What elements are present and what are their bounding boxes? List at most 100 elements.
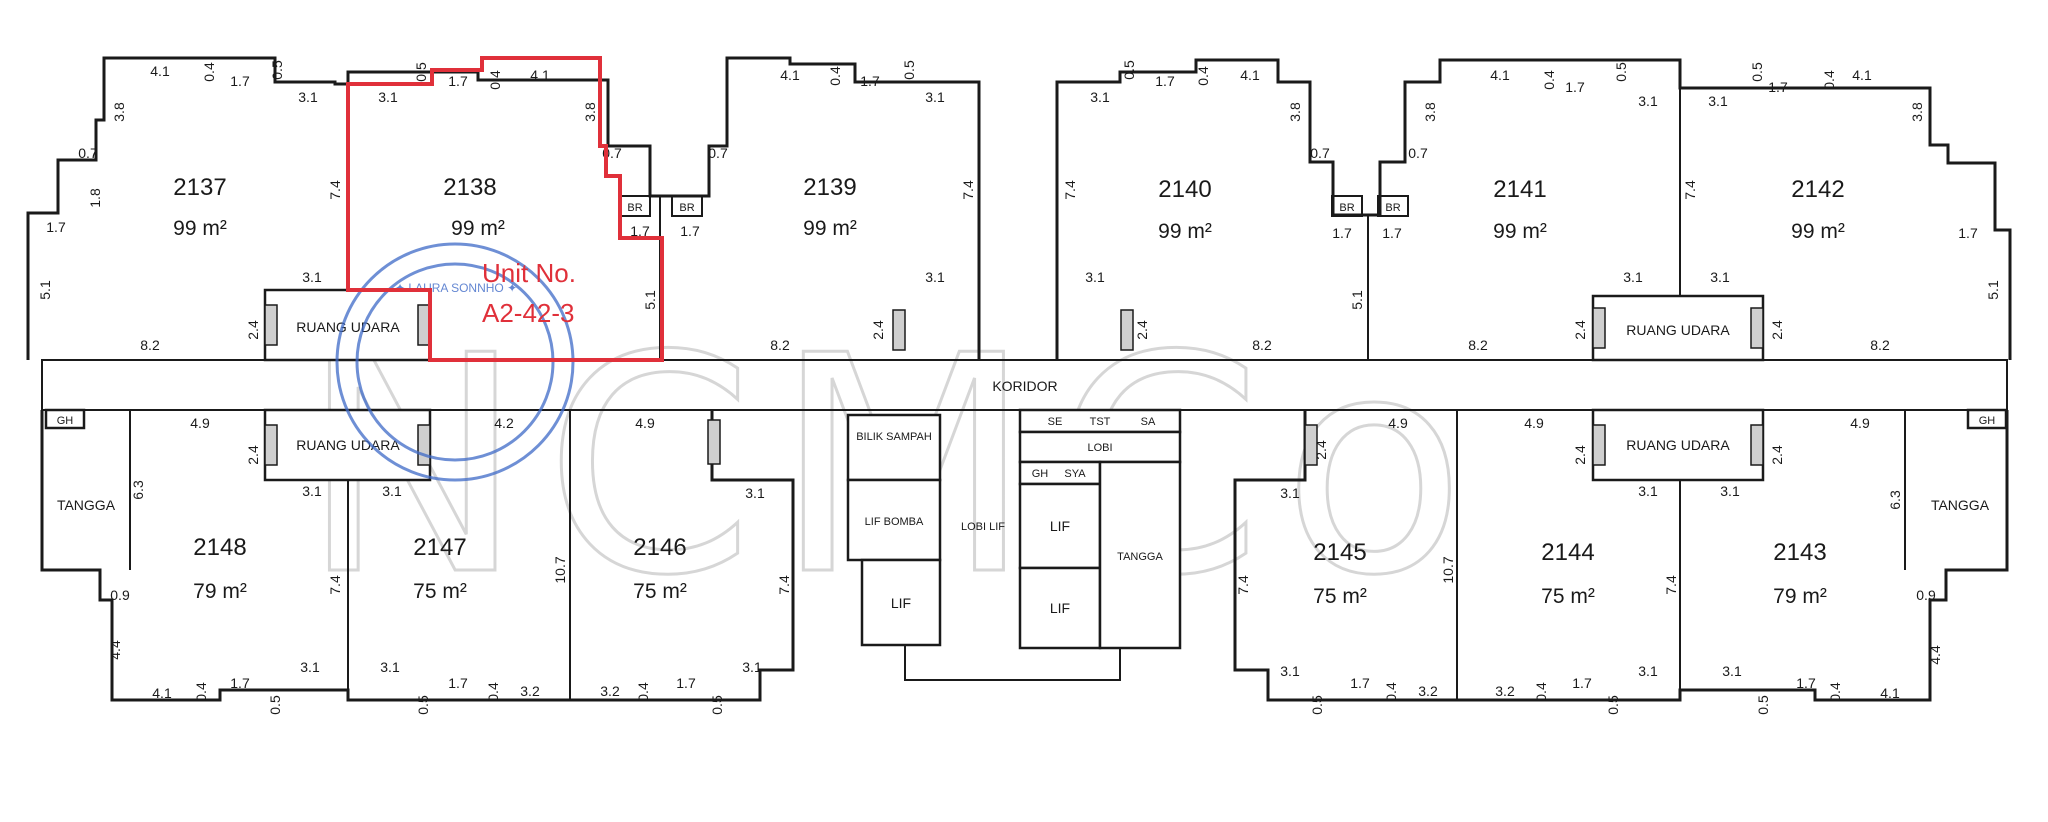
dim: 0.9	[110, 587, 130, 603]
top-left-block-outline	[26, 56, 981, 360]
unit-2144: 2144 75 m²	[1541, 539, 1595, 608]
dim: 3.1	[925, 89, 945, 105]
dim: 3.1	[745, 485, 765, 501]
fire-lift-label: LIF BOMBA	[865, 516, 924, 528]
dim: 1.7	[1565, 79, 1585, 95]
dim: 3.1	[302, 269, 322, 285]
dim: 3.8	[1909, 102, 1925, 122]
dim: 0.4	[827, 66, 843, 86]
dim: 4.1	[1880, 685, 1900, 701]
dim: 3.1	[1638, 93, 1658, 109]
dim: 4.1	[150, 63, 170, 79]
unit-2143: 2143 79 m²	[1773, 539, 1827, 608]
dim: 3.8	[111, 102, 127, 122]
unit-area: 75 m²	[413, 580, 467, 603]
dim: 3.1	[380, 659, 400, 675]
dim: 4.1	[1240, 67, 1260, 83]
dim: 8.2	[1252, 337, 1272, 353]
dim: 3.1	[1638, 663, 1658, 679]
service-core: BILIK SAMPAH LIF BOMBA LIF LOBI LIF SE T…	[846, 408, 1182, 681]
dim: 7.4	[1062, 180, 1078, 200]
selected-unit-outline	[346, 56, 664, 362]
unit-2139: 2139 99 m²	[803, 174, 857, 240]
unit-number: 2137	[173, 174, 226, 201]
sa-label: SA	[1141, 416, 1156, 428]
dim: 0.7	[78, 145, 98, 161]
dim: 7.4	[1682, 180, 1698, 200]
lobby-label: LOBI	[1087, 442, 1112, 454]
refuse-room	[846, 413, 942, 482]
unit-number: 2138	[443, 174, 496, 201]
dim: 3.8	[582, 102, 598, 122]
dim: 3.1	[1722, 663, 1742, 679]
unit-number: 2139	[803, 174, 856, 201]
unit-2138: 2138 99 m²	[443, 174, 505, 240]
unit-number: 2145	[1313, 539, 1366, 566]
dim: 1.7	[860, 73, 880, 89]
dim: 0.5	[901, 60, 917, 80]
unit-area: 79 m²	[193, 580, 247, 603]
dim: 3.8	[1287, 102, 1303, 122]
dim: 1.7	[1382, 225, 1402, 241]
dim: 5.1	[37, 280, 53, 300]
dim: 2.4	[1134, 320, 1150, 340]
shaft-2145	[1304, 424, 1318, 466]
dim: 3.1	[1090, 89, 1110, 105]
dim: 4.4	[107, 640, 123, 660]
air-well-label: RUANG UDARA	[296, 437, 400, 453]
dim: 2.4	[245, 445, 261, 465]
br-box-4	[1377, 195, 1409, 217]
shaft-2139	[892, 309, 906, 351]
dim: 3.2	[600, 683, 620, 699]
dim: 7.4	[1663, 575, 1679, 595]
dim: 3.1	[382, 483, 402, 499]
dim: 5.1	[1349, 290, 1365, 310]
lobby	[1018, 430, 1182, 464]
dim: 3.1	[298, 89, 318, 105]
air-well-top-left: RUANG UDARA	[263, 288, 432, 362]
dim: 0.4	[1195, 66, 1211, 86]
dim: 2.4	[1572, 445, 1588, 465]
dim: 1.7	[230, 73, 250, 89]
dim: 0.4	[487, 70, 503, 90]
dim: 4.1	[1490, 67, 1510, 83]
dim: 1.7	[630, 223, 650, 239]
dim: 2.4	[1769, 445, 1785, 465]
br-label-1: BR	[627, 202, 642, 214]
lift-3	[1018, 566, 1102, 650]
dim: 3.1	[1708, 93, 1728, 109]
dim: 5.1	[642, 290, 658, 310]
dim: 7.4	[960, 180, 976, 200]
dim: 0.5	[267, 695, 283, 715]
dim: 3.8	[1422, 102, 1438, 122]
dim: 2.4	[1572, 320, 1588, 340]
bottom-right-block-outline	[1233, 410, 2009, 702]
dim: 1.7	[448, 73, 468, 89]
unit-number: 2148	[193, 534, 246, 561]
top-right-block-outline	[1055, 58, 2012, 360]
unit-area: 99 m²	[803, 217, 857, 240]
dim: 8.2	[1870, 337, 1890, 353]
dim: 3.2	[1495, 683, 1515, 699]
corridor-label: KORIDOR	[992, 378, 1057, 394]
dim: 0.5	[709, 695, 725, 715]
dim: 4.1	[530, 67, 550, 83]
lift-label: LIF	[1050, 600, 1070, 616]
br-box-2	[671, 195, 703, 217]
unit-number: 2141	[1493, 176, 1546, 203]
dim: 3.1	[378, 89, 398, 105]
dim: 4.2	[494, 415, 514, 431]
unit-area: 99 m²	[173, 217, 227, 240]
shaft-2140	[1120, 309, 1134, 351]
dim: 0.5	[415, 695, 431, 715]
dim: 0.7	[1408, 145, 1428, 161]
core-stair	[1098, 460, 1182, 650]
dim: 10.7	[1440, 556, 1456, 583]
unit-area: 75 m²	[1313, 585, 1367, 608]
dim: 0.7	[708, 145, 728, 161]
dim: 3.1	[302, 483, 322, 499]
unit-number: 2144	[1541, 539, 1594, 566]
unit-2141: 2141 99 m²	[1493, 176, 1547, 243]
dim: 0.5	[1613, 62, 1629, 82]
unit-area: 99 m²	[451, 217, 505, 240]
